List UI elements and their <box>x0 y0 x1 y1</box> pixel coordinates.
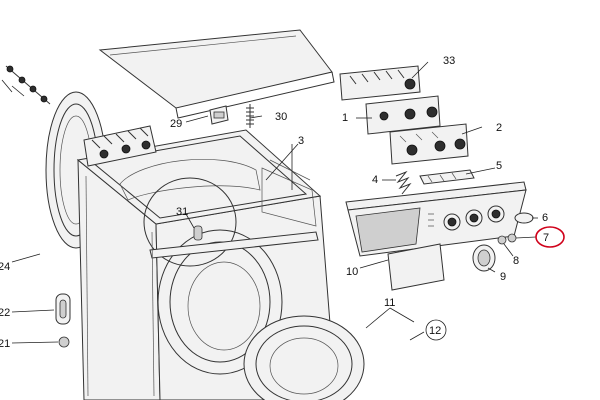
worktop-lid <box>98 29 335 119</box>
callout-12-ring <box>425 319 447 341</box>
part-30-spring <box>246 104 254 128</box>
callout-29: 29 <box>170 118 182 130</box>
callout-8: 8 <box>513 255 519 267</box>
hose-assembly <box>1 65 51 105</box>
callout-labels: 33 1 2 29 30 3 4 5 6 7 8 9 10 11 12 31 2… <box>0 55 549 350</box>
callout-4: 4 <box>372 174 378 186</box>
front-control-panel <box>345 181 534 257</box>
callout-12: 12 <box>429 325 441 337</box>
door-assembly <box>243 315 365 400</box>
callout-2: 2 <box>496 122 502 134</box>
callout-6: 6 <box>542 212 548 224</box>
callout-24: 24 <box>0 261 10 273</box>
callout-22: 22 <box>0 307 10 319</box>
callout-30: 30 <box>275 111 287 123</box>
callout-3: 3 <box>298 135 304 147</box>
part-21-screw <box>58 336 70 348</box>
board-2 <box>389 123 469 165</box>
highlight-callout-7 <box>535 226 565 248</box>
callout-5: 5 <box>496 160 502 172</box>
board-1 <box>365 95 441 135</box>
top-control-strip <box>83 125 157 167</box>
callout-10: 10 <box>346 266 358 278</box>
part-22-latch <box>55 293 71 325</box>
board-33 <box>339 65 421 101</box>
callout-1: 1 <box>342 112 348 124</box>
callout-31: 31 <box>176 206 188 218</box>
callout-9: 9 <box>500 271 506 283</box>
callout-33: 33 <box>443 55 455 67</box>
part-10-drawer-flap <box>387 243 445 291</box>
callout-7: 7 <box>543 232 549 244</box>
cabinet-body <box>76 129 337 400</box>
callout-11: 11 <box>384 297 395 309</box>
callout-21: 21 <box>0 338 10 350</box>
part-8-button <box>497 233 517 245</box>
part-9-knob <box>472 244 496 272</box>
part-5-bar <box>419 169 475 185</box>
part-29-clip <box>209 105 229 125</box>
leader-lines <box>11 61 538 344</box>
part-4-spring-clip <box>395 170 412 195</box>
